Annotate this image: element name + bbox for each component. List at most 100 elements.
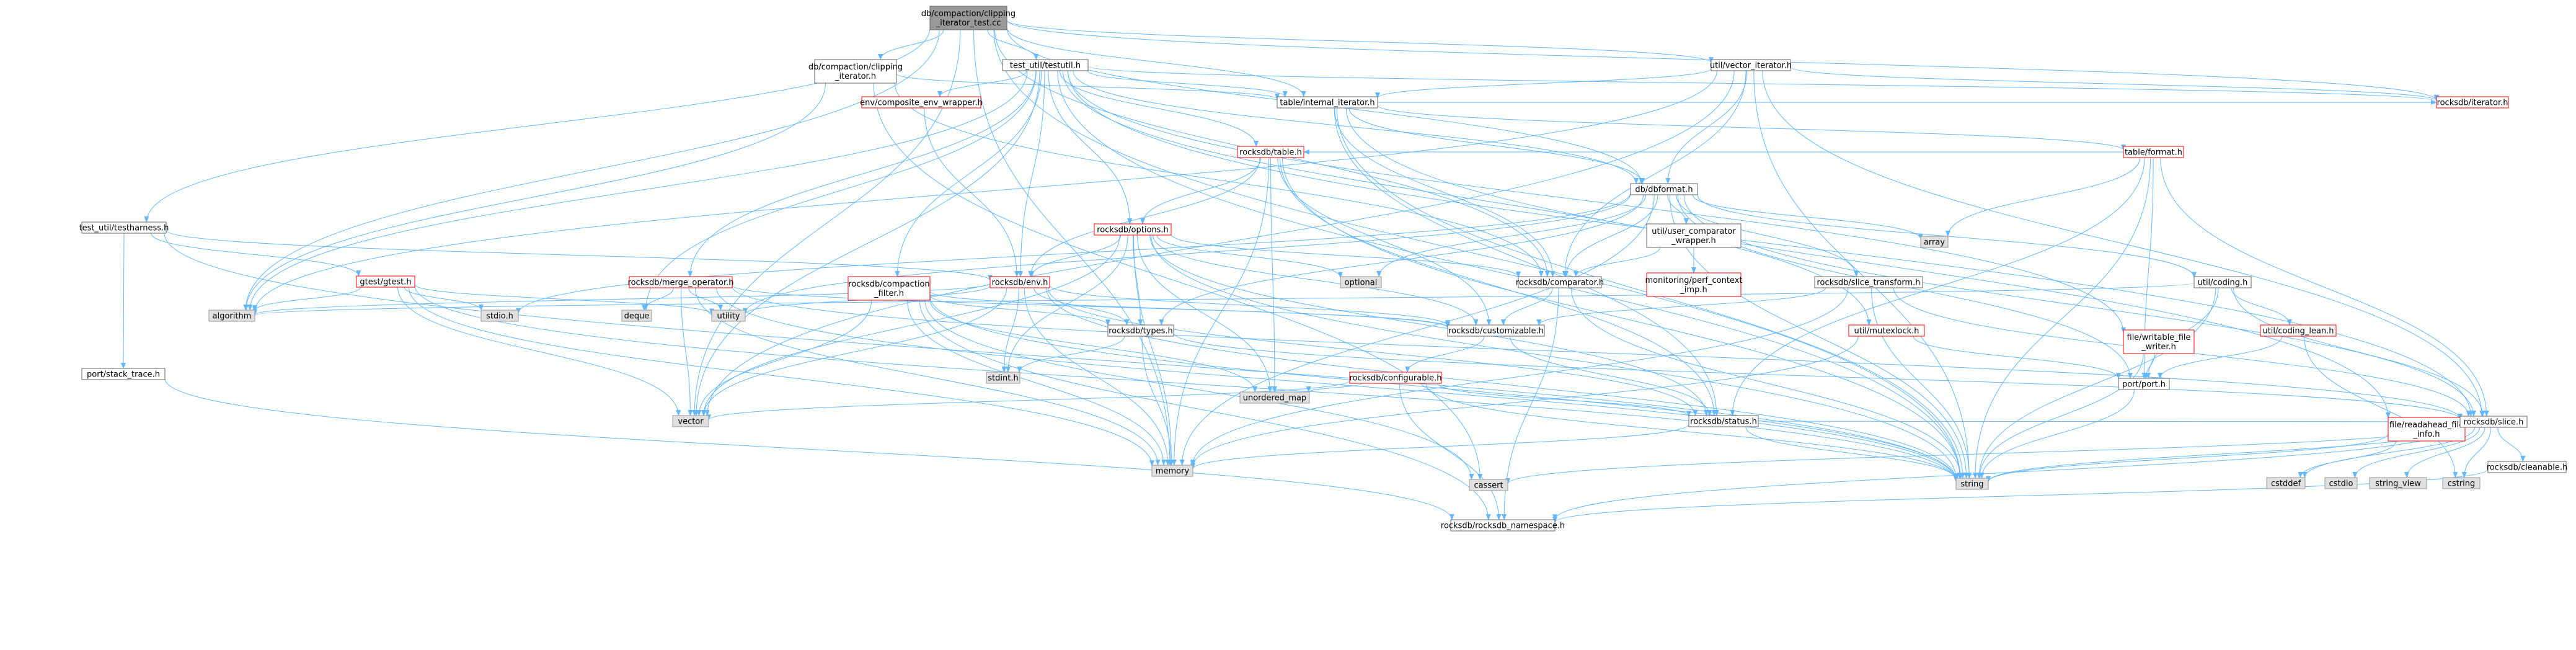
node-rdb-slice[interactable]: rocksdb/slice.h	[2459, 416, 2528, 428]
node-vector-iterator[interactable]: util/vector_iterator.h	[1710, 59, 1792, 71]
edge-testutil-to-rdb_table	[1059, 70, 1259, 147]
edge-merge_op-to-customizable	[732, 285, 1450, 329]
node-label-line: rocksdb/types.h	[1109, 327, 1173, 336]
node-rdb-comparator[interactable]: rocksdb/comparator.h	[1516, 276, 1604, 288]
edge-coding-to-coding_lean	[2231, 287, 2292, 326]
node-label-line: rocksdb/table.h	[1239, 148, 1302, 158]
node-clip-iter[interactable]: db/compaction/clipping_iterator.h	[808, 59, 903, 84]
node-root[interactable]: db/compaction/clipping_iterator_test.cc	[921, 6, 1016, 30]
node-label-line: rocksdb/cleanable.h	[2487, 463, 2568, 473]
node-rdb-options[interactable]: rocksdb/options.h	[1094, 223, 1172, 236]
node-label-line: stdint.h	[988, 374, 1018, 383]
node-rdb-ns[interactable]: rocksdb/rocksdb_namespace.h	[1441, 519, 1565, 532]
node-box	[1518, 276, 1602, 288]
node-customizable[interactable]: rocksdb/customizable.h	[1447, 324, 1545, 337]
node-internal-iter[interactable]: table/internal_iterator.h	[1277, 96, 1378, 109]
edge-rdb_options-to-memory	[1133, 234, 1174, 466]
edge-rdb_options-to-rdb_status	[1149, 234, 1709, 416]
node-box	[1630, 183, 1698, 195]
edge-testharness-to-string	[164, 233, 1959, 483]
node-box	[1450, 519, 1556, 532]
node-box	[2442, 477, 2481, 489]
edge-dbformat-to-slice_transform	[1676, 194, 1859, 277]
node-rdb-types[interactable]: rocksdb/types.h	[1107, 324, 1174, 337]
edge-vector_iterator-to-vector	[704, 70, 1735, 416]
node-box	[208, 309, 255, 322]
node-label-line: port/stack_trace.h	[87, 370, 160, 380]
edge-slice_transform-to-string	[1871, 287, 1972, 479]
edge-coding-to-string	[1976, 287, 2216, 479]
edge-slice_transform-to-customizable	[1536, 287, 1826, 326]
edge-comp_filter-to-unordered_map	[929, 300, 1258, 393]
edge-testharness-to-gtest	[151, 233, 361, 277]
edge-gtest-to-memory	[408, 287, 1154, 467]
node-readahead[interactable]: file/readahead_file_info.h	[2388, 417, 2466, 442]
node-dbformat[interactable]: db/dbformat.h	[1630, 183, 1698, 195]
node-utility: utility	[711, 309, 746, 322]
node-configurable[interactable]: rocksdb/configurable.h	[1349, 372, 1442, 384]
edge-rdb_options-to-rdb_types	[1133, 234, 1143, 326]
edge-testharness-to-stack_trace	[121, 233, 126, 369]
node-port[interactable]: port/port.h	[2118, 378, 2170, 390]
node-comp-filter[interactable]: rocksdb/compaction_filter.h	[848, 276, 931, 301]
node-label-line: test_util/testutil.h	[1010, 61, 1081, 71]
node-merge-op[interactable]: rocksdb/merge_operator.h	[628, 276, 734, 288]
node-mutexlock[interactable]: util/mutexlock.h	[1848, 324, 1925, 337]
edge-rdb_types-to-memory	[1141, 336, 1174, 466]
edge-comp_filter-to-cassert	[924, 300, 1474, 480]
node-label-line: rocksdb/env.h	[992, 278, 1048, 288]
node-box	[1237, 146, 1304, 158]
edge-clip_iter-to-cassert	[873, 82, 1483, 480]
node-testutil[interactable]: test_util/testutil.h	[1002, 59, 1089, 71]
edge-rdb_slice-to-string_view	[2404, 427, 2485, 478]
node-coding-lean[interactable]: util/coding_lean.h	[2260, 324, 2337, 337]
node-writable-file[interactable]: file/writable_file_writer.h	[2123, 329, 2195, 354]
edge-rdb_options-to-string	[1151, 234, 1959, 480]
edges-layer	[121, 20, 2526, 523]
node-box	[672, 415, 709, 427]
node-rdb-status[interactable]: rocksdb/status.h	[1688, 415, 1759, 427]
node-label-line: cstring	[2448, 479, 2475, 489]
node-box	[2436, 96, 2509, 109]
node-cstddef: cstddef	[2266, 477, 2306, 489]
edge-vector_iterator-to-internal_iter	[1375, 68, 1712, 99]
edge-root-to-string	[993, 29, 1963, 479]
node-testharness[interactable]: test_util/testharness.h	[79, 221, 169, 234]
node-box	[814, 59, 897, 84]
edge-merge_op-to-utility	[688, 287, 724, 311]
node-cleanable[interactable]: rocksdb/cleanable.h	[2487, 461, 2568, 473]
edge-merge_op-to-string	[716, 287, 1959, 482]
edge-rdb_comparator-to-customizable	[1500, 287, 1553, 326]
node-string: string	[1955, 478, 1989, 490]
node-rdb-iterator[interactable]: rocksdb/iterator.h	[2436, 96, 2509, 109]
edge-comp_env-to-rdb_env	[924, 107, 1020, 277]
edge-comp_filter-to-memory	[907, 300, 1166, 466]
edge-rdb_slice-to-cstring	[2461, 427, 2491, 478]
edge-testutil-to-rdb_options	[1048, 70, 1133, 225]
node-label-line: deque	[624, 312, 650, 321]
node-comp-env[interactable]: env/composite_env_wrapper.h	[860, 96, 983, 109]
node-gtest[interactable]: gtest/gtest.h	[356, 275, 415, 288]
node-box	[629, 276, 733, 288]
edge-testutil-to-writable_file	[1067, 70, 2126, 334]
node-label-line: cassert	[1474, 481, 1503, 491]
node-stack-trace[interactable]: port/stack_trace.h	[81, 368, 166, 380]
edge-rdb_comparator-to-rdb_ns	[1502, 287, 1559, 520]
node-label-line: rocksdb/slice_transform.h	[1817, 278, 1920, 288]
node-memory: memory	[1151, 465, 1193, 477]
node-box	[81, 221, 167, 234]
node-table-format[interactable]: table/format.h	[2123, 146, 2184, 158]
node-label-line: db/dbformat.h	[1635, 185, 1693, 195]
node-label-line: array	[1924, 238, 1945, 247]
edge-rdb_env-to-vector	[701, 287, 1007, 416]
edge-rdb_env-to-rdb_status	[1048, 287, 1698, 416]
node-coding[interactable]: util/coding.h	[2193, 276, 2252, 288]
node-perf-ctx[interactable]: monitoring/perf_context_imp.h	[1645, 272, 1743, 297]
node-rdb-env[interactable]: rocksdb/env.h	[989, 276, 1050, 288]
node-box	[2193, 276, 2252, 288]
node-slice-transform[interactable]: rocksdb/slice_transform.h	[1814, 276, 1923, 288]
node-rdb-table[interactable]: rocksdb/table.h	[1237, 146, 1304, 158]
edge-rdb_slice-to-cleanable	[2497, 427, 2526, 462]
node-user-comp[interactable]: util/user_comparator_wrapper.h	[1646, 223, 1742, 248]
edge-stack_trace-to-rdb_ns	[164, 378, 1454, 520]
